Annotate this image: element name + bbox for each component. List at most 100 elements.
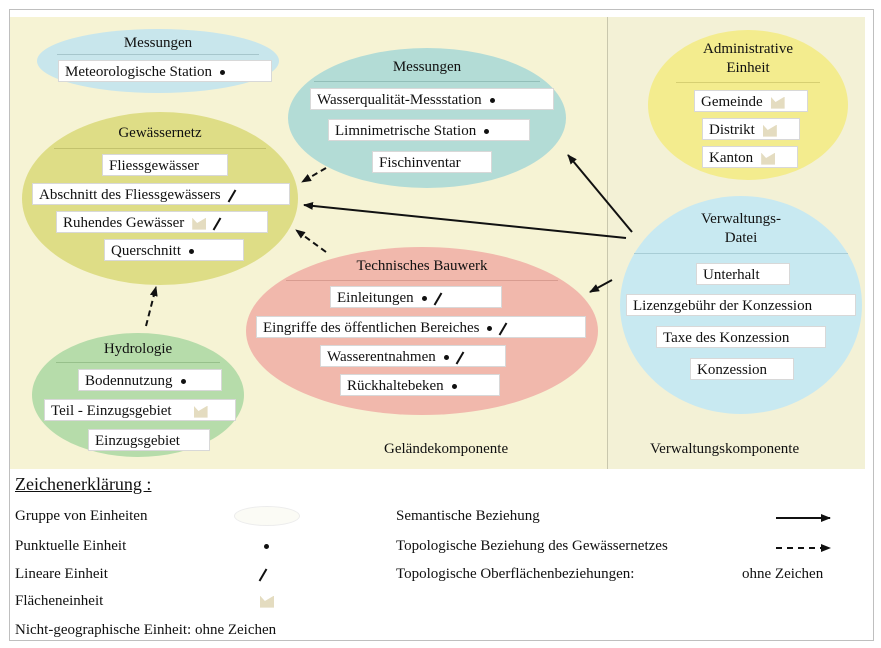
group-messungen-big: Messungen Wasserqualität-Messstation Lim…	[288, 48, 566, 188]
group-hydrologie: Hydrologie Bodennutzung Teil - Einzugsge…	[32, 333, 244, 457]
point-icon	[264, 544, 269, 550]
unit-rueckhaltebeken: Rückhaltebeken	[340, 374, 500, 396]
unit-label: Einzugsgebiet	[95, 433, 180, 449]
unit-querschnitt: Querschnitt	[104, 239, 244, 261]
unit-label: Ruhendes Gewässer	[63, 215, 185, 231]
unit-label: Fliessgewässer	[109, 158, 199, 174]
unit-label: Teil - Einzugsgebiet	[51, 403, 172, 419]
semantic-arrow-verwaltung-gewaessernetz	[303, 201, 627, 239]
group-title-divider	[634, 253, 848, 254]
group-title-line1: Administrative	[703, 41, 793, 57]
unit-konzession: Konzession	[690, 358, 794, 380]
point-icon	[451, 384, 457, 390]
legend-topo-surface-label: Topologische Oberflächenbeziehungen:	[396, 566, 635, 582]
group-title-divider	[314, 81, 540, 82]
group-title-divider	[57, 54, 259, 55]
unit-lizenzgebuehr: Lizenzgebühr der Konzession	[626, 294, 856, 316]
unit-label: Bodennutzung	[85, 373, 173, 389]
unit-label: Limnimetrische Station	[335, 123, 477, 139]
legend-group-label: Gruppe von Einheiten	[15, 508, 148, 524]
group-title: Hydrologie	[103, 341, 173, 357]
semantic-arrow-verwaltung-technisches	[589, 279, 613, 293]
topo-arrow-messungen-gewaessernetz	[301, 167, 327, 183]
unit-label: Konzession	[697, 362, 767, 378]
component-label-verwaltung: Verwaltungskomponente	[650, 441, 800, 457]
topo-arrow-technisches-gewaessernetz	[295, 229, 327, 253]
legend-point-label: Punktuelle Einheit	[15, 538, 127, 554]
topo-arrow-hydrologie-gewaessernetz	[145, 286, 158, 327]
group-technisches-bauwerk: Technisches Bauwerk Einleitungen Eingrif…	[246, 247, 598, 415]
panel-divider	[607, 17, 608, 469]
unit-teil-einzugsgebiet: Teil - Einzugsgebiet	[44, 399, 236, 421]
point-icon	[180, 379, 186, 385]
point-icon	[489, 98, 495, 104]
unit-limnimetrische-station: Limnimetrische Station	[328, 119, 530, 141]
unit-kanton: Kanton	[702, 146, 798, 168]
point-icon	[484, 129, 490, 135]
group-title-divider	[54, 148, 266, 149]
unit-label: Wasserqualität-Messstation	[317, 92, 482, 108]
unit-wasserqualitaet: Wasserqualität-Messstation	[310, 88, 554, 110]
unit-label: Kanton	[709, 150, 754, 166]
unit-label: Distrikt	[709, 122, 755, 138]
legend-title: Zeichenerklärung :	[15, 474, 152, 494]
unit-fliessgewaesser: Fliessgewässer	[102, 154, 228, 176]
unit-label: Unterhalt	[703, 267, 760, 283]
area-icon	[260, 595, 274, 608]
group-title-divider	[676, 82, 820, 83]
legend-line-label: Lineare Einheit	[15, 566, 108, 582]
unit-label: Einleitungen	[337, 290, 414, 306]
point-icon	[443, 355, 449, 361]
unit-label: Lizenzgebühr der Konzession	[633, 298, 813, 314]
group-title-line1: Verwaltungs-	[701, 211, 781, 227]
group-title-divider	[286, 280, 558, 281]
group-messungen-small: Messungen Meteorologische Station	[37, 29, 279, 93]
legend-topo-net-label: Topologische Beziehung des Gewässernetze…	[396, 538, 668, 554]
unit-label: Wasserentnahmen	[327, 349, 436, 365]
legend-area-symbol	[252, 593, 274, 610]
point-icon	[421, 296, 427, 302]
group-administrative-einheit: Administrative Einheit Gemeinde Distrikt…	[648, 30, 848, 180]
legend-area-label: Flächeneinheit	[15, 593, 104, 609]
group-title-line2: Einheit	[726, 60, 770, 76]
group-title-line2: Datei	[724, 230, 758, 246]
group-verwaltungs-datei: Verwaltungs- Datei Unterhalt Lizenzgebüh…	[620, 196, 862, 414]
point-icon	[487, 326, 493, 332]
unit-meteorologische-station: Meteorologische Station	[58, 60, 272, 82]
unit-label: Meteorologische Station	[65, 64, 213, 80]
group-gewaessernetz: Gewässernetz Fliessgewässer Abschnitt de…	[22, 112, 298, 285]
group-title: Gewässernetz	[118, 125, 202, 141]
unit-label: Fischinventar	[379, 155, 461, 171]
component-label-gelaende: Geländekomponente	[384, 441, 509, 457]
unit-label: Rückhaltebeken	[347, 378, 444, 394]
unit-einzugsgebiet: Einzugsgebiet	[88, 429, 210, 451]
legend-nongeo-label: Nicht-geographische Einheit: ohne Zeiche…	[15, 622, 277, 638]
legend-line-symbol	[252, 566, 268, 583]
unit-wasserentnahmen: Wasserentnahmen	[320, 345, 506, 367]
semantic-arrow-verwaltung-messungen	[567, 154, 633, 233]
unit-gemeinde: Gemeinde	[694, 90, 808, 112]
unit-label: Querschnitt	[111, 243, 181, 259]
unit-eingriffe: Eingriffe des öffentlichen Bereiches	[256, 316, 586, 338]
point-icon	[220, 70, 226, 76]
legend-semantic-label: Semantische Beziehung	[396, 508, 540, 524]
point-icon	[188, 249, 194, 255]
group-title: Technisches Bauwerk	[356, 258, 488, 274]
unit-distrikt: Distrikt	[702, 118, 800, 140]
unit-abschnitt: Abschnitt des Fliessgewässers	[32, 183, 290, 205]
unit-taxe: Taxe des Konzession	[656, 326, 826, 348]
group-title: Messungen	[123, 35, 193, 51]
unit-fischinventar: Fischinventar	[372, 151, 492, 173]
unit-ruhendes-gewaesser: Ruhendes Gewässer	[56, 211, 268, 233]
unit-label: Eingriffe des öffentlichen Bereiches	[263, 320, 480, 336]
unit-label: Gemeinde	[701, 94, 763, 110]
legend-group-symbol	[234, 506, 300, 526]
group-title: Messungen	[392, 59, 462, 75]
group-title-divider	[56, 362, 220, 363]
unit-label: Abschnitt des Fliessgewässers	[39, 187, 221, 203]
legend-ohne-zeichen: ohne Zeichen	[742, 566, 824, 582]
unit-bodennutzung: Bodennutzung	[78, 369, 222, 391]
unit-einleitungen: Einleitungen	[330, 286, 502, 308]
unit-label: Taxe des Konzession	[663, 330, 790, 346]
